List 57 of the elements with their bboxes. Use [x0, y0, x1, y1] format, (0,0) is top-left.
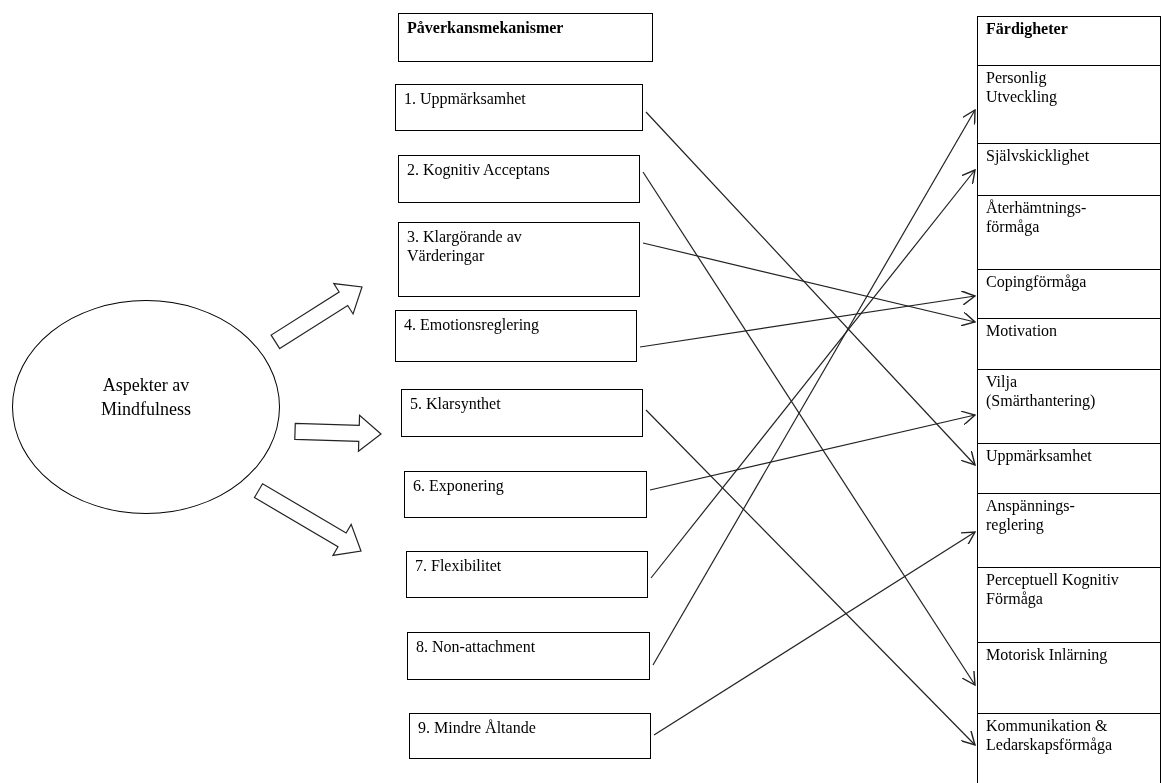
column-heading: Påverkansmekanismer: [407, 18, 565, 37]
process-box: [401, 389, 643, 437]
table-cell: [977, 65, 1161, 144]
table-cell: [977, 642, 1161, 714]
box-label: 3. Klargörande av Värderingar: [407, 227, 523, 265]
arrow: [649, 410, 976, 491]
box-label: 7. Flexibilitet: [415, 556, 503, 575]
block-arrow: [294, 414, 382, 453]
table-cell: [977, 443, 1161, 494]
box-label: Kommunikation & Ledarskapsförmåga: [986, 716, 1114, 754]
arrow: [642, 242, 976, 327]
box-label: 1. Uppmärksamhet: [404, 89, 527, 108]
arrow: [653, 531, 976, 736]
box-label: 8. Non-attachment: [416, 637, 537, 656]
box-label: 9. Mindre Åltande: [418, 718, 537, 737]
table-cell: [977, 195, 1161, 270]
table-cell: [977, 713, 1161, 783]
box-label: Aspekter av Mindfulness: [100, 374, 192, 421]
table-cell: [977, 269, 1161, 319]
box-label: 5. Klarsynthet: [410, 394, 502, 413]
column-heading: Färdigheter: [986, 19, 1069, 38]
table-cell: [977, 318, 1161, 370]
process-box: [398, 222, 640, 297]
box-label: Anspännings- reglering: [986, 496, 1076, 534]
header-box: [398, 13, 653, 62]
table-cell: [977, 369, 1161, 444]
box-label: Motivation: [986, 321, 1059, 340]
box-label: Vilja (Smärthantering): [986, 372, 1097, 410]
arrow: [645, 409, 976, 746]
process-box: [409, 713, 651, 759]
box-label: Copingförmåga: [986, 272, 1088, 291]
block-arrow: [270, 282, 363, 350]
arrow: [650, 169, 976, 579]
process-box: [395, 310, 637, 362]
box-label: Perceptuell Kognitiv Förmåga: [986, 570, 1120, 608]
box-label: Personlig Utveckling: [986, 68, 1059, 106]
table-header-cell: [977, 16, 1161, 66]
table-cell: [977, 143, 1161, 196]
arrow: [639, 290, 976, 348]
process-box: [404, 471, 647, 518]
table-cell: [977, 493, 1161, 568]
box-label: 6. Exponering: [413, 476, 505, 495]
arrow: [645, 111, 976, 466]
process-box: [406, 551, 648, 598]
arrow: [652, 109, 976, 666]
arrow: [642, 171, 976, 686]
process-box: [407, 632, 650, 680]
box-label: Uppmärksamhet: [986, 446, 1093, 465]
process-box: [395, 84, 643, 131]
box-label: Motorisk Inlärning: [986, 645, 1109, 664]
table-cell: [977, 567, 1161, 643]
box-label: Självskicklighet: [986, 146, 1091, 165]
block-arrow: [253, 482, 362, 557]
process-box: [398, 155, 640, 203]
box-label: Återhämtnings- förmåga: [986, 198, 1088, 236]
box-label: 4. Emotionsreglering: [404, 315, 541, 334]
box-label: 2. Kognitiv Acceptans: [407, 160, 551, 179]
